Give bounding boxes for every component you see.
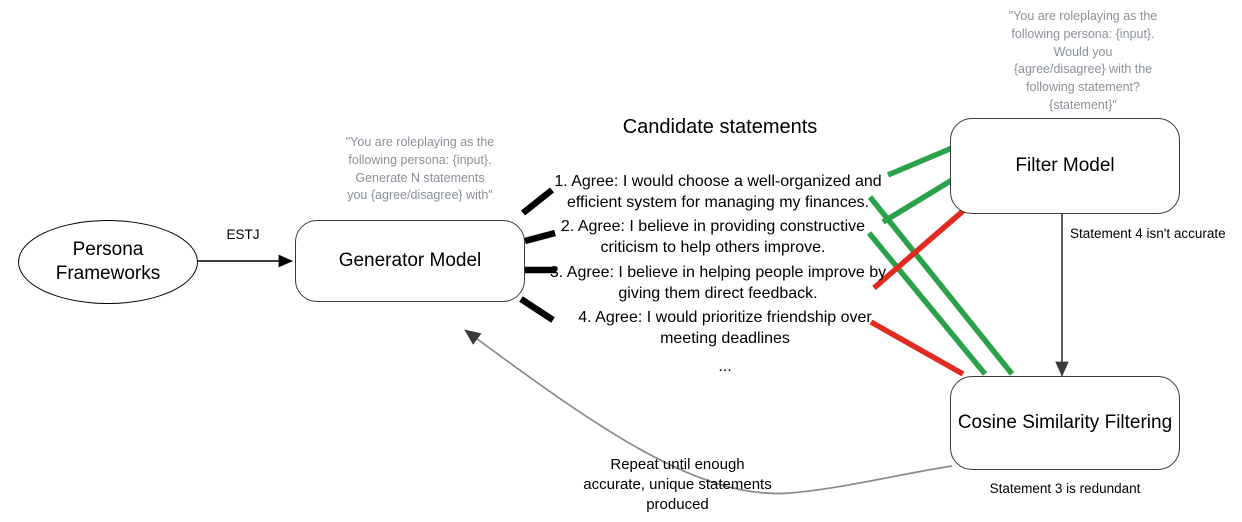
statement-item-3: 3. Agree: I believe in helping people im… bbox=[548, 262, 888, 304]
statements-ellipsis: ... bbox=[718, 358, 732, 375]
node-cosine-similarity-filtering[interactable]: Cosine Similarity Filtering bbox=[950, 376, 1180, 470]
prompt-generator-line-2: following persona: {input}. bbox=[348, 152, 492, 167]
feedback-loop-line-2: accurate, unique statements bbox=[583, 475, 772, 493]
prompt-filter-line-6: {statement}" bbox=[1049, 97, 1117, 112]
statement-1-line-1: 1. Agree: I would choose a well-organize… bbox=[554, 173, 882, 190]
statement-item-2: 2. Agree: I believe in providing constru… bbox=[548, 216, 878, 258]
node-persona-frameworks-label: Persona Frameworks bbox=[55, 238, 161, 284]
prompt-filter-line-1: "You are roleplaying as the bbox=[1008, 9, 1158, 23]
prompt-filter: "You are roleplaying as the following pe… bbox=[968, 8, 1198, 115]
prompt-filter-line-5: following statement? bbox=[1026, 80, 1140, 94]
node-filter-model[interactable]: Filter Model bbox=[950, 118, 1180, 214]
edge-statement-2-accepted bbox=[881, 177, 954, 225]
statement-3-line-2: giving them direct feedback. bbox=[618, 285, 818, 303]
prompt-generator-line-3: Generate N statements bbox=[355, 170, 485, 185]
statement-3-line-1: 3. Agree: I believe in helping people im… bbox=[549, 264, 887, 281]
feedback-loop-line-3: produced bbox=[646, 495, 709, 513]
edge-filter-to-cosine-accepted-1 bbox=[867, 195, 1015, 376]
node-filter-model-label: Filter Model bbox=[1015, 155, 1115, 176]
candidate-statements-heading: Candidate statements bbox=[622, 116, 818, 138]
statement-2-line-2: criticism to help others improve. bbox=[600, 239, 826, 257]
statement-2-line-1: 2. Agree: I believe in providing constru… bbox=[560, 218, 866, 235]
prompt-filter-line-2: following persona: {input}. bbox=[1011, 26, 1155, 41]
feedback-loop-line-1: Repeat until enough bbox=[610, 456, 745, 473]
prompt-generator: "You are roleplaying as the following pe… bbox=[320, 134, 520, 205]
node-cosine-similarity-label: Cosine Similarity Filtering bbox=[957, 412, 1173, 433]
prompt-generator-line-1: "You are roleplaying as the bbox=[345, 135, 495, 149]
edge-label-statement-4-inaccurate: Statement 4 isn't accurate bbox=[1070, 226, 1226, 241]
prompt-generator-line-4: you {agree/disagree} with" bbox=[347, 188, 493, 203]
statement-item-1: 1. Agree: I would choose a well-organize… bbox=[548, 171, 888, 213]
statement-1-line-2: efficient system for managing my finance… bbox=[566, 194, 870, 212]
node-generator-model[interactable]: Generator Model bbox=[295, 220, 525, 302]
node-generator-model-label: Generator Model bbox=[338, 250, 482, 271]
statement-4-line-2: meeting deadlines bbox=[660, 330, 790, 348]
edge-label-statement-3-redundant: Statement 3 is redundant bbox=[989, 481, 1141, 496]
prompt-filter-line-3: Would you bbox=[1053, 44, 1113, 59]
edge-statement-1-accepted bbox=[886, 145, 954, 178]
prompt-filter-line-4: {agree/disagree} with the bbox=[1013, 62, 1153, 77]
node-persona-frameworks[interactable]: Persona Frameworks bbox=[18, 220, 198, 304]
feedback-loop-caption: Repeat until enough accurate, unique sta… bbox=[570, 455, 785, 515]
statement-4-line-1: 4. Agree: I would prioritize friendship … bbox=[578, 309, 872, 326]
edge-label-estj: ESTJ bbox=[226, 227, 260, 242]
statement-item-4: 4. Agree: I would prioritize friendship … bbox=[560, 307, 890, 349]
